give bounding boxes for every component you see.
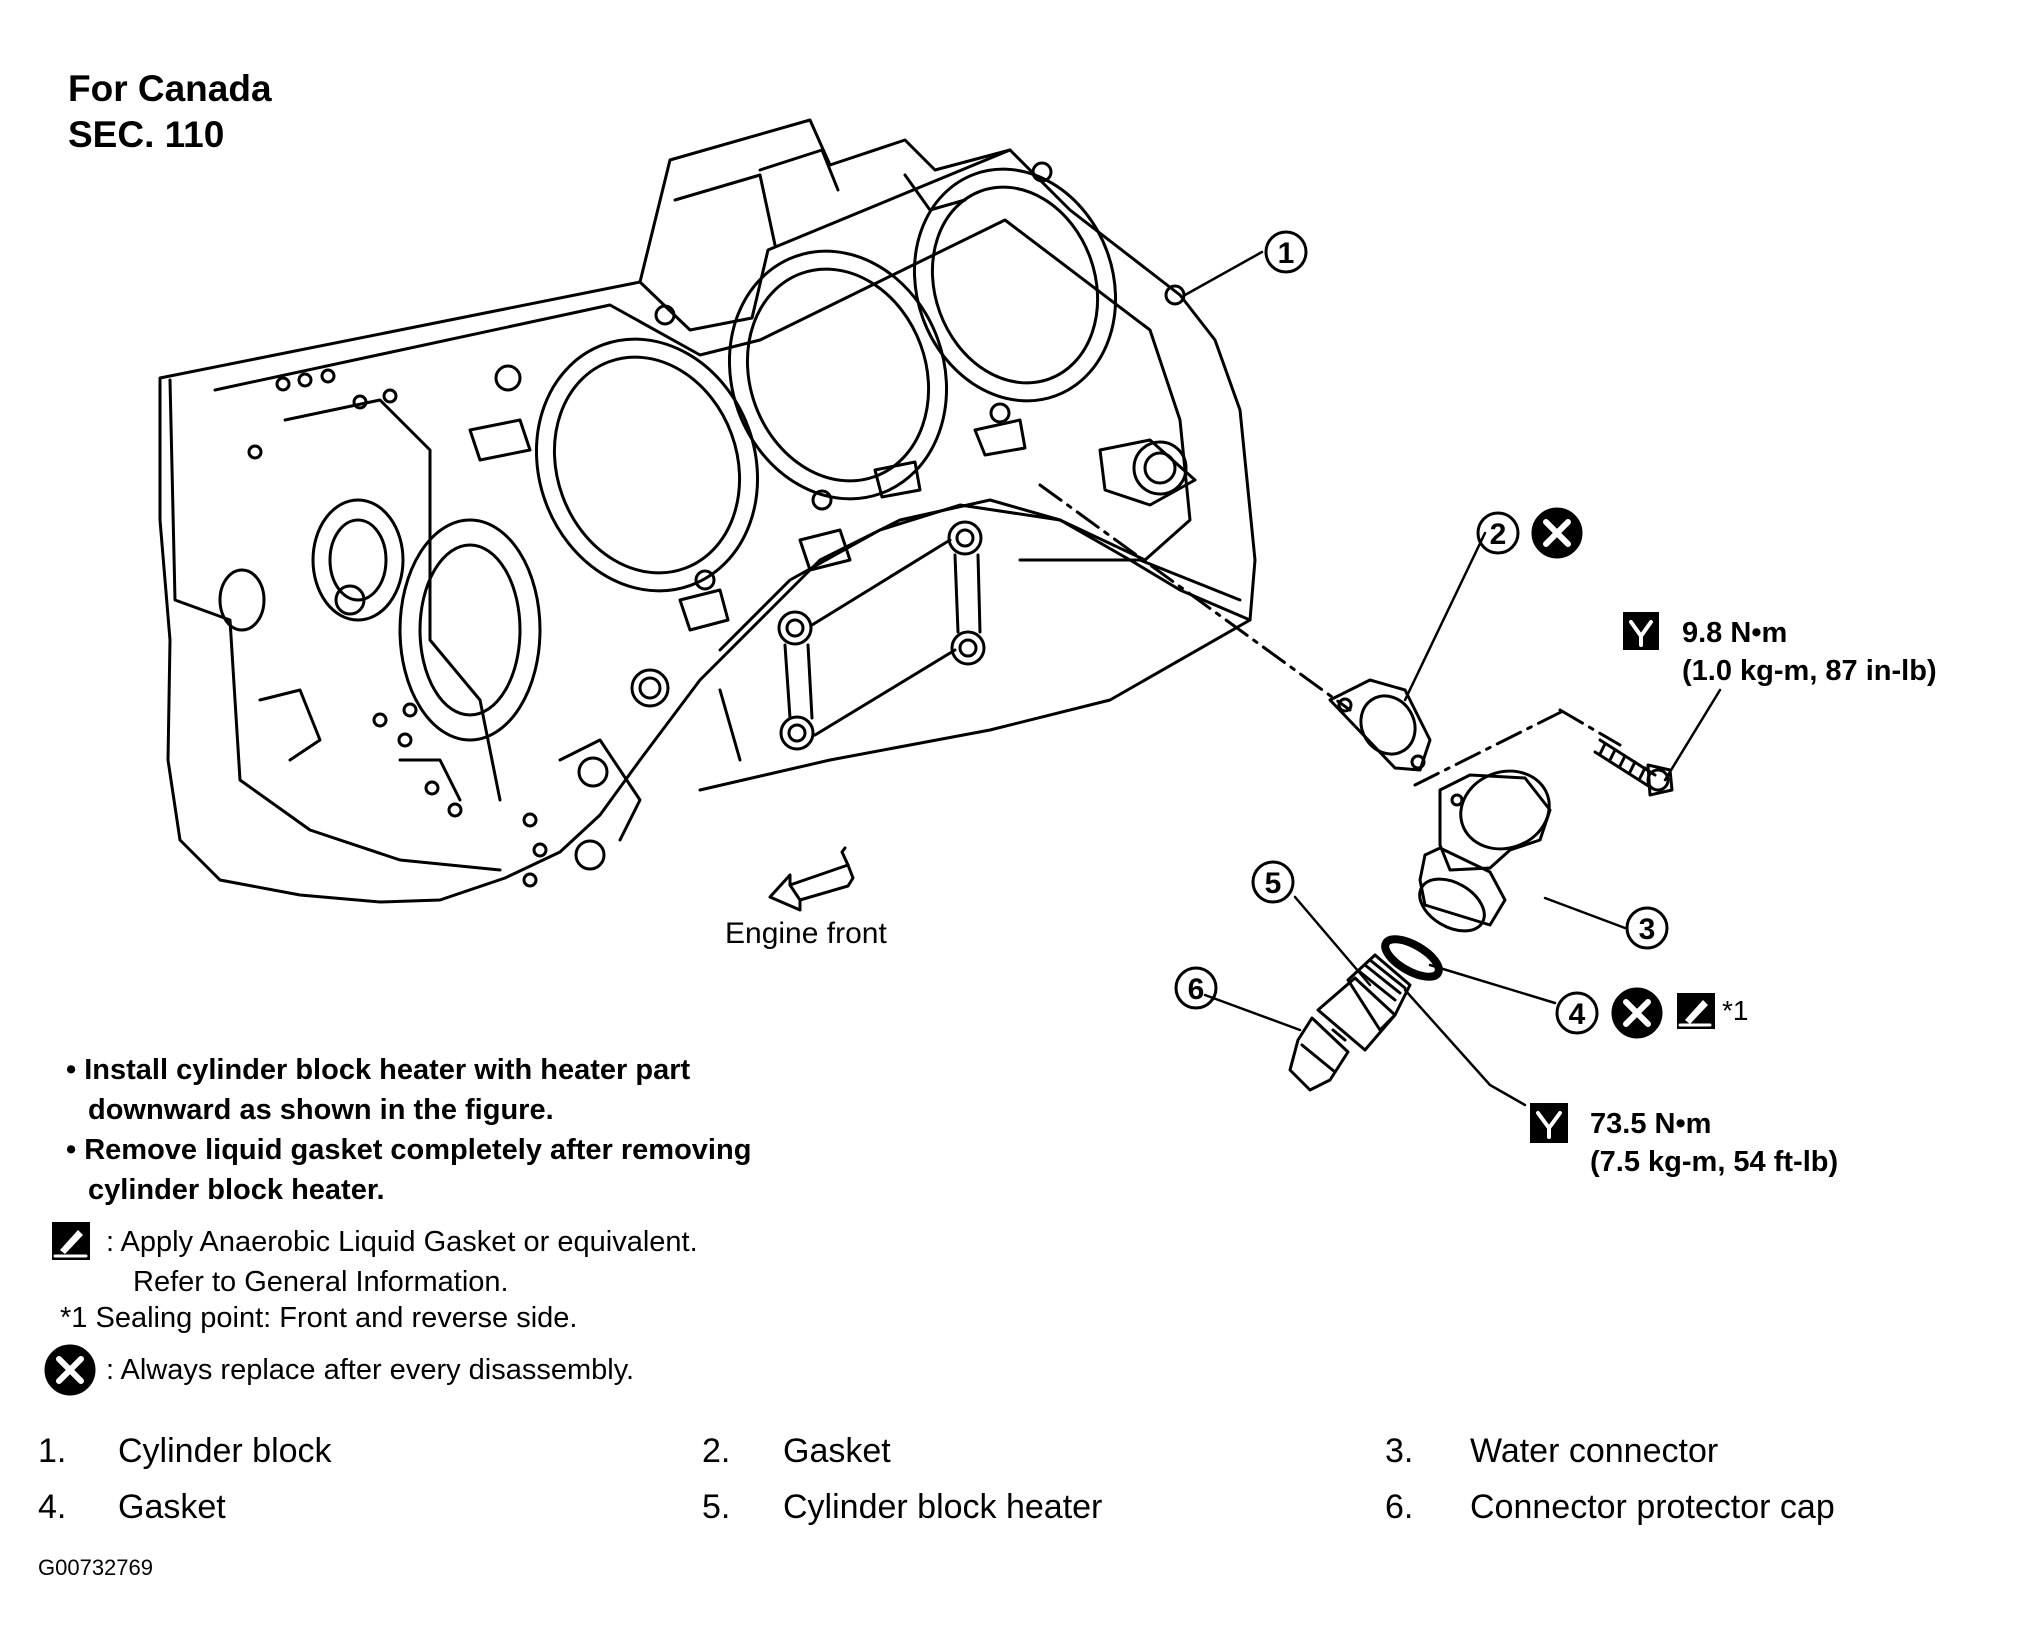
protector-cap (1288, 1016, 1350, 1092)
legend-liquid-gasket: : Apply Anaerobic Liquid Gasket or equiv… (106, 1226, 698, 1258)
gasket-upper (1328, 678, 1432, 772)
leader-lines (1183, 250, 1722, 1107)
cylinder-block (158, 118, 1257, 904)
gasket-oring (1381, 935, 1443, 981)
note-bullet: • (66, 1054, 77, 1086)
callout-5-label: 5 (1265, 867, 1282, 900)
callout-6: 6 (1174, 966, 1218, 1010)
part-number: 2. (702, 1432, 731, 1470)
water-connector (1418, 769, 1552, 933)
torque-heater-value: 73.5 N•m (1590, 1108, 1712, 1140)
torque-bolt-alt: (1.0 kg-m, 87 in-lb) (1682, 655, 1937, 687)
part-name: Cylinder block heater (783, 1488, 1103, 1526)
x-circle-icon (1611, 987, 1663, 1039)
part-number: 1. (38, 1432, 67, 1470)
callout-3-label: 3 (1639, 913, 1656, 946)
part-name: Cylinder block (118, 1432, 332, 1470)
note-1-line1: Install cylinder block heater with heate… (84, 1054, 691, 1086)
callout-3: 3 (1625, 906, 1669, 950)
callout-4-label: 4 (1569, 998, 1586, 1031)
connector-bolt (1593, 738, 1674, 797)
x-circle-icon (44, 1344, 96, 1396)
part-name: Connector protector cap (1470, 1488, 1835, 1526)
note-2-line2: cylinder block heater. (88, 1174, 385, 1206)
installation-notes: • Install cylinder block heater with hea… (66, 1050, 751, 1210)
callout-6-label: 6 (1188, 973, 1205, 1006)
legend-replace: : Always replace after every disassembly… (106, 1354, 635, 1386)
header-region: For Canada (68, 68, 272, 109)
legend-sealing-point: *1 Sealing point: Front and reverse side… (60, 1302, 578, 1334)
engine-front-label: Engine front (725, 917, 887, 950)
part-number: 6. (1385, 1488, 1414, 1526)
torque-heater-alt: (7.5 kg-m, 54 ft-lb) (1590, 1146, 1839, 1178)
callout-1-label: 1 (1278, 237, 1295, 270)
callout-1: 1 (1264, 230, 1308, 274)
liquid-gasket-icon (52, 1222, 90, 1260)
assembly-centerlines (1038, 483, 1622, 787)
x-circle-icon (1531, 507, 1583, 559)
part-name: Gasket (118, 1488, 226, 1526)
callout-2: 2 (1476, 511, 1520, 555)
note-bullet: • (66, 1134, 77, 1166)
part-name: Water connector (1470, 1432, 1719, 1470)
part-number: 4. (38, 1488, 67, 1526)
liquid-gasket-icon (1677, 993, 1715, 1029)
legend-liquid-gasket-ref: Refer to General Information. (133, 1266, 509, 1298)
torque-wrench-icon (1623, 612, 1659, 650)
note-2-line1: Remove liquid gasket completely after re… (84, 1134, 752, 1166)
part-name: Gasket (783, 1432, 891, 1470)
torque-wrench-icon (1530, 1103, 1568, 1143)
note-1: • Install cylinder block heater with hea… (66, 1050, 751, 1090)
callout-5: 5 (1251, 860, 1295, 904)
part-number: 5. (702, 1488, 731, 1526)
torque-spec-heater: 73.5 N•m (7.5 kg-m, 54 ft-lb) (1590, 1105, 1838, 1181)
block-heater (1316, 953, 1412, 1052)
torque-spec-bolt: 9.8 N•m (1.0 kg-m, 87 in-lb) (1682, 614, 1937, 690)
note-1-line2: downward as shown in the figure. (88, 1094, 554, 1126)
torque-bolt-value: 9.8 N•m (1682, 617, 1788, 649)
header-section: SEC. 110 (68, 114, 225, 155)
callout-2-label: 2 (1490, 518, 1507, 551)
note-2: • Remove liquid gasket completely after … (66, 1130, 751, 1170)
callout-4: 4 (1555, 991, 1599, 1035)
part-number: 3. (1385, 1432, 1414, 1470)
figure-id: G00732769 (38, 1555, 153, 1580)
diagram-header: For Canada SEC. 110 (68, 66, 272, 158)
sealing-note-marker: *1 (1722, 995, 1748, 1026)
engine-front-arrow-icon (768, 846, 855, 912)
